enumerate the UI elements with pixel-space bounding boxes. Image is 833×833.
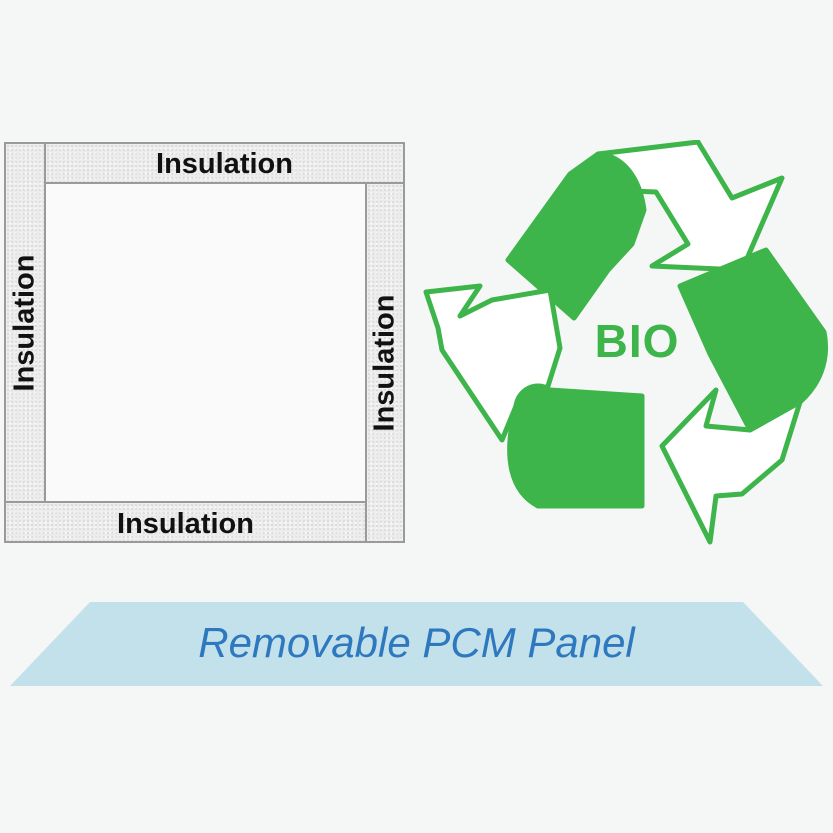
insulation-left-label: Insulation	[8, 254, 41, 391]
recycle-arrow-left	[423, 283, 563, 443]
pcm-panel	[10, 602, 823, 686]
recycle-arrow-right-band	[677, 247, 829, 433]
recycle-arrow-right	[659, 387, 803, 545]
insulation-bottom: Insulation	[4, 501, 367, 543]
pcm-panel-label: Removable PCM Panel	[198, 619, 635, 666]
insulated-box: Insulation Insulation Insulation Insulat…	[4, 142, 405, 543]
recycle-arrow-top-band	[505, 151, 647, 321]
insulation-top-label: Insulation	[156, 148, 293, 180]
insulation-top: Insulation	[44, 142, 405, 184]
recycle-icon	[423, 140, 829, 545]
insulation-left: Insulation	[4, 142, 46, 503]
insulation-right-label: Insulation	[368, 294, 401, 431]
bio-label: BIO	[594, 315, 680, 367]
insulation-right: Insulation	[365, 182, 405, 543]
insulation-bottom-label: Insulation	[117, 508, 254, 540]
recycle-arrow-left-band	[507, 383, 645, 509]
pcm-panel-shape	[10, 602, 823, 686]
